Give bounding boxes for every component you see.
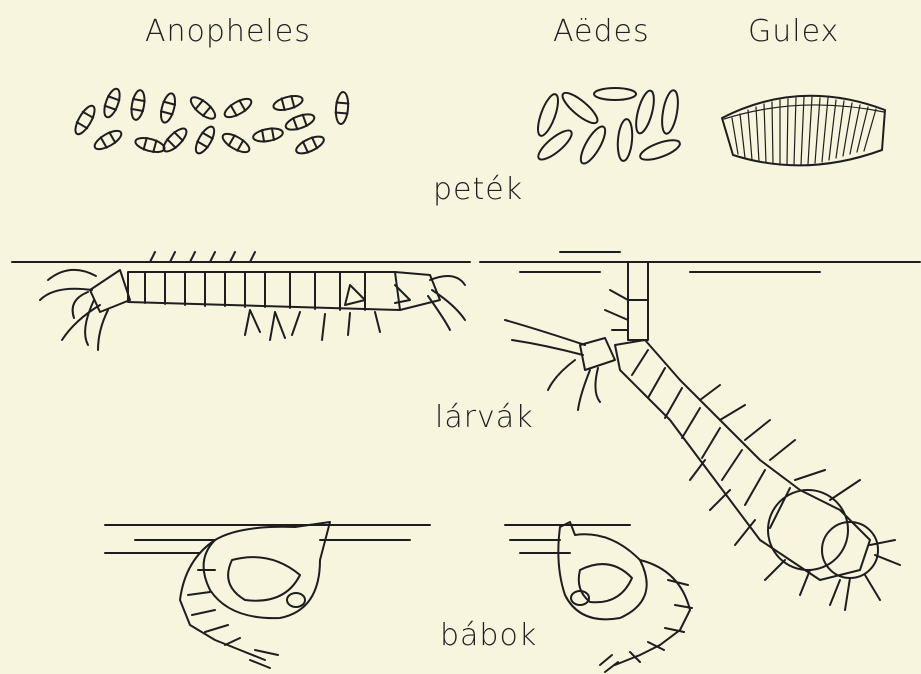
culex-pupa <box>558 522 692 672</box>
aedes-eggs <box>534 88 682 167</box>
anopheles-larva <box>40 252 465 350</box>
anopheles-eggs <box>72 87 350 157</box>
culex-larva <box>505 262 900 610</box>
water-surface-larvae <box>12 252 920 272</box>
culex-egg-raft <box>722 96 885 166</box>
anopheles-pupa <box>180 522 330 668</box>
water-surface-pupae <box>105 525 630 553</box>
